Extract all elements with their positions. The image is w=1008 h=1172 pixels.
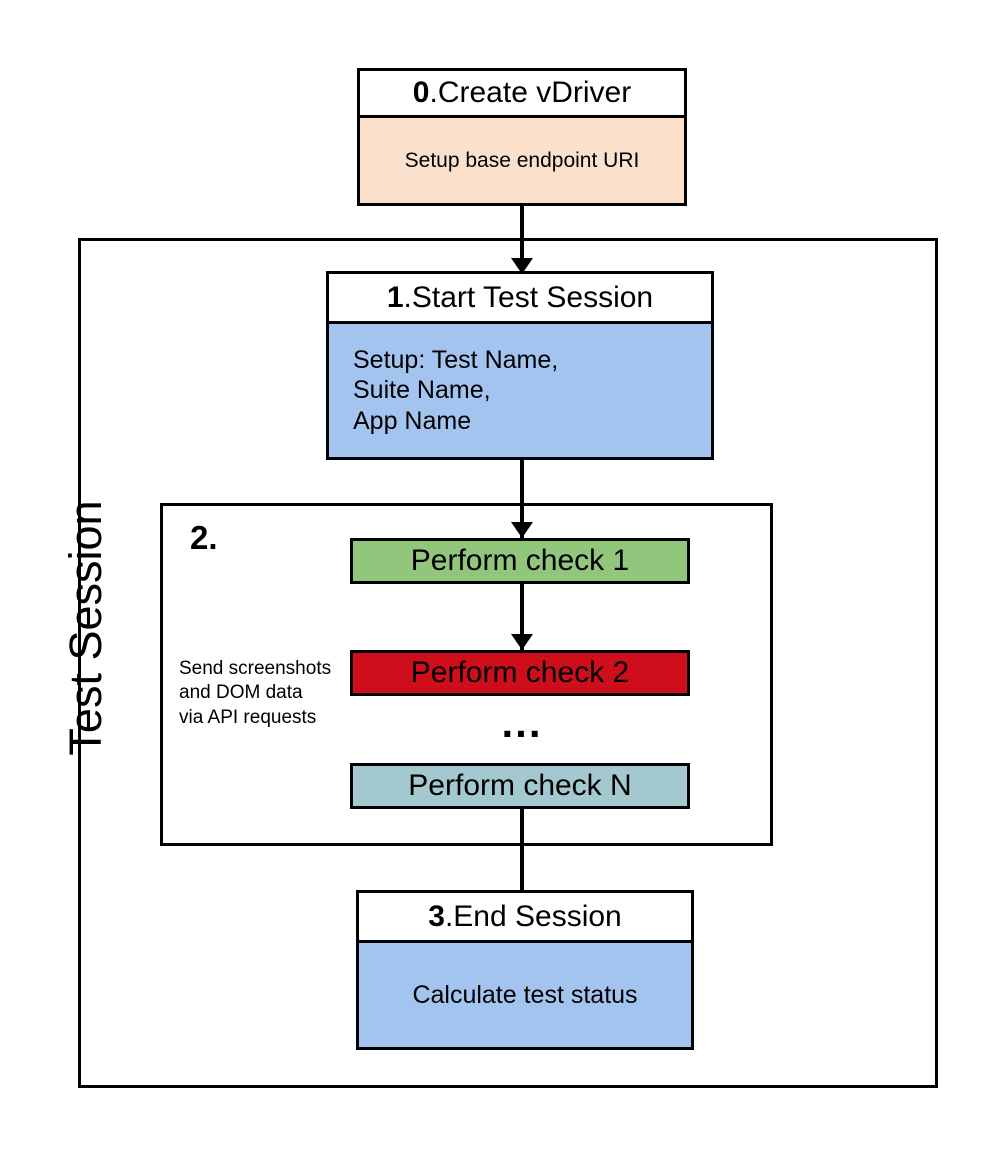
step-3-title: End Session xyxy=(453,899,622,933)
check-bar-n: Perform check N xyxy=(350,763,690,809)
connector-step0-step1-line xyxy=(520,206,524,264)
step-0-card: 0. Create vDriver Setup base endpoint UR… xyxy=(357,68,687,206)
connector-check1-check2-line xyxy=(520,584,524,650)
step-2-number-group: 2. xyxy=(190,521,270,561)
step-0-number-suffix: . xyxy=(429,76,438,109)
step-1-body-text: Setup: Test Name, Suite Name, App Name xyxy=(353,345,559,435)
checks-ellipsis-text: ... xyxy=(501,699,543,746)
step-0-body: Setup base endpoint URI xyxy=(360,118,684,203)
connector-step1-check1-arrowhead xyxy=(511,522,533,538)
step-1-header: 1. Start Test Session xyxy=(329,274,711,324)
step-3-header: 3. End Session xyxy=(359,893,691,943)
step-1-card: 1. Start Test Session Setup: Test Name, … xyxy=(326,271,714,460)
step-0-body-text: Setup base endpoint URI xyxy=(404,148,640,172)
step-0-header: 0. Create vDriver xyxy=(360,71,684,118)
step-2-side-note: Send screenshots and DOM data via API re… xyxy=(179,632,349,731)
test-session-label: Test Session xyxy=(57,478,113,778)
step-3-body-text: Calculate test status xyxy=(412,980,638,1009)
step-1-body: Setup: Test Name, Suite Name, App Name xyxy=(329,324,711,457)
connector-step0-step1-arrowhead xyxy=(511,258,533,274)
check-bar-1: Perform check 1 xyxy=(350,538,690,584)
test-session-frame xyxy=(78,238,938,1088)
check-bar-n-label: Perform check N xyxy=(408,769,632,802)
connector-step1-check1-line xyxy=(520,460,524,538)
step-1-number: 1 xyxy=(386,280,404,314)
connector-check1-check2-arrowhead xyxy=(511,634,533,650)
test-session-label-text: Test Session xyxy=(59,500,111,756)
checks-ellipsis: ... xyxy=(470,702,574,744)
step-0-title: Create vDriver xyxy=(437,76,632,109)
step-3-body: Calculate test status xyxy=(359,943,691,1047)
connector-checkn-step3-line xyxy=(520,809,524,908)
step-3-card: 3. End Session Calculate test status xyxy=(356,890,694,1050)
step-2-number: 2 xyxy=(190,519,209,556)
check-bar-1-label: Perform check 1 xyxy=(410,544,630,577)
step-1-title: Start Test Session xyxy=(411,280,654,314)
step-2-number-suffix: . xyxy=(208,519,218,556)
step-2-side-note-text: Send screenshots and DOM data via API re… xyxy=(179,657,332,729)
step-0-number: 0 xyxy=(412,76,430,109)
step-2-frame xyxy=(160,503,773,846)
check-bar-2-label: Perform check 2 xyxy=(410,656,630,689)
check-bar-2: Perform check 2 xyxy=(350,650,690,696)
step-3-number: 3 xyxy=(428,899,445,933)
step-1-number-suffix: . xyxy=(403,280,412,314)
step-3-number-suffix: . xyxy=(444,899,454,933)
